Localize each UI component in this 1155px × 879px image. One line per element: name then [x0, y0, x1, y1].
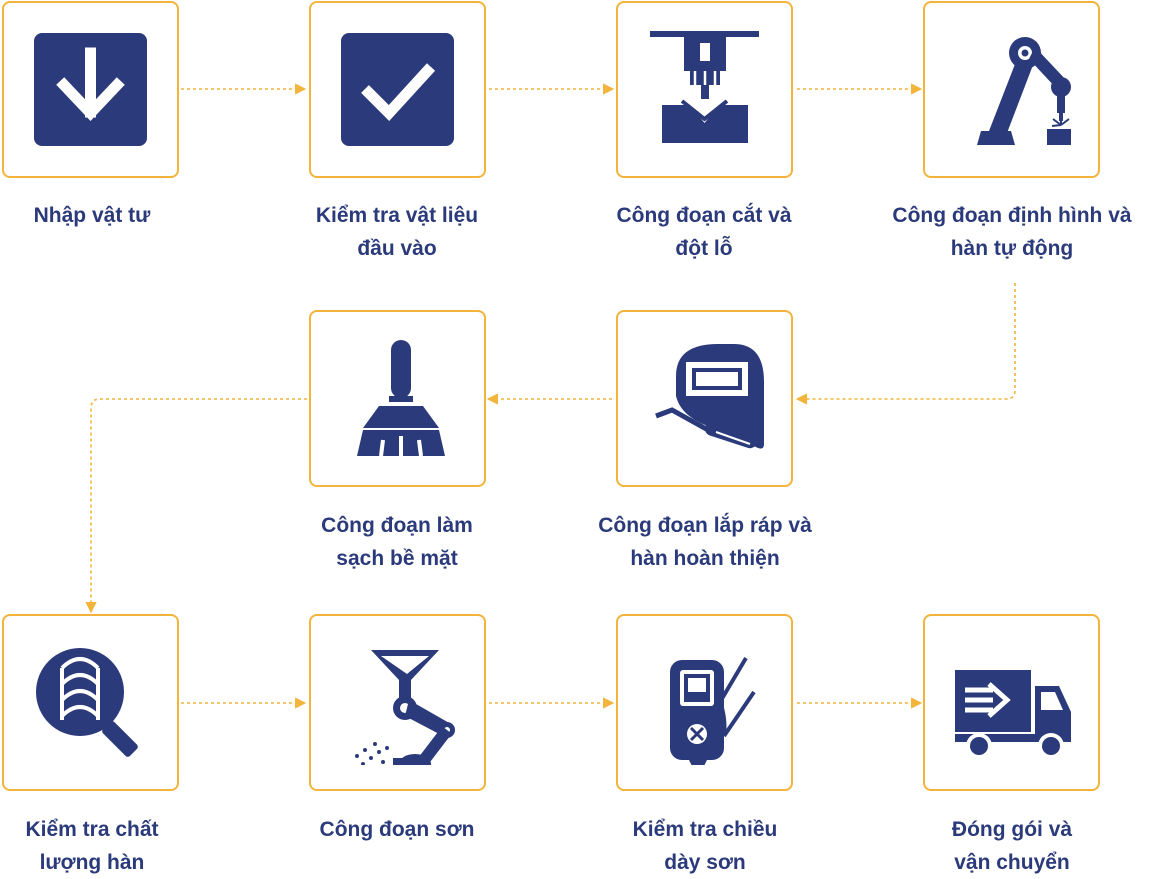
step-8-box	[309, 614, 486, 791]
step-9-box	[616, 614, 793, 791]
step-2-box	[309, 1, 486, 178]
step-9-label: Kiểm tra chiều dày sơn	[632, 818, 778, 874]
magnifier-weld-icon	[36, 648, 138, 757]
step-10-box	[923, 614, 1100, 791]
step-1-box	[2, 1, 179, 178]
step-1-label: Nhập vật tư	[33, 204, 151, 227]
delivery-truck-icon	[955, 670, 1071, 759]
download-arrow-icon	[34, 33, 147, 146]
connector-4-5	[795, 283, 1016, 405]
step-4-label: Công đoạn định hình và hàn tự động	[892, 204, 1132, 260]
step-10-label: Đóng gói và vận chuyển	[951, 818, 1073, 874]
checkmark-icon	[341, 33, 454, 146]
robot-arm-welding-icon	[977, 37, 1071, 145]
step-3-box	[616, 1, 793, 178]
paint-robot-icon	[355, 650, 455, 765]
step-6-label: Công đoạn làm sạch bề mặt	[321, 514, 473, 570]
thickness-gauge-icon	[670, 656, 756, 765]
step-7-box	[2, 614, 179, 791]
step-5-box	[616, 310, 793, 487]
step-3-label: Công đoạn cắt và đột lỗ	[616, 204, 792, 260]
step-5-label: Công đoạn lắp ráp và hàn hoàn thiện	[598, 514, 812, 570]
welding-mask-icon	[655, 344, 764, 449]
step-4-box	[923, 1, 1100, 178]
step-2-label: Kiểm tra vật liệu đầu vào	[315, 204, 479, 260]
connector-6-7	[85, 398, 307, 614]
step-6-box	[309, 310, 486, 487]
step-7-label: Kiểm tra chất lượng hàn	[25, 818, 159, 874]
step-8-label: Công đoạn sơn	[319, 818, 475, 841]
brush-icon	[357, 340, 445, 457]
cutting-press-icon	[650, 31, 759, 143]
